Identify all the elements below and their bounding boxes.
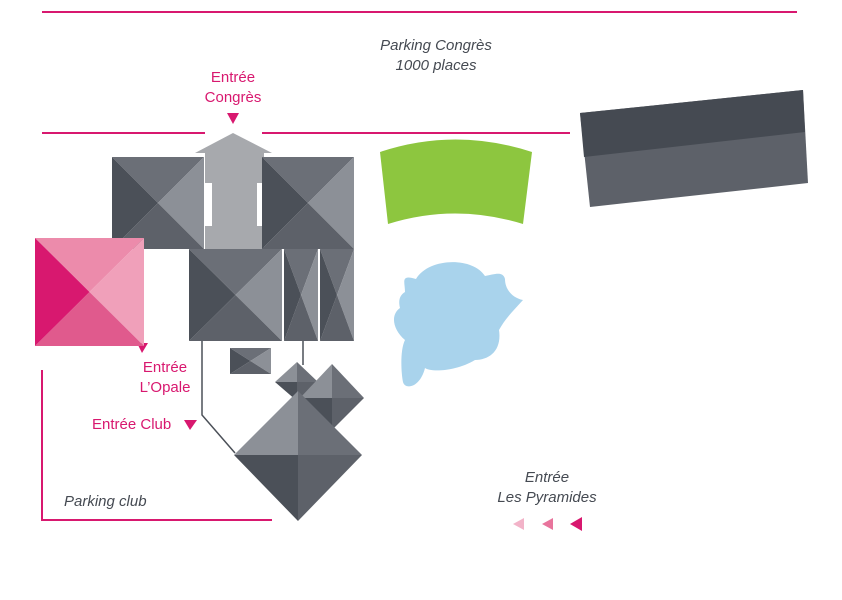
entree-pyramides-label: Entrée Les Pyramides — [482, 468, 612, 508]
entree-club-label: Entrée Club — [92, 416, 172, 433]
parking-congres-label: Parking Congrès 1000 places — [356, 36, 516, 76]
pyramides-arrow-3 — [570, 517, 582, 531]
entree-club-marker — [184, 420, 197, 430]
entree-congres-line1: Entrée — [210, 69, 256, 86]
entree-opale-line2: L’Opale — [139, 379, 191, 396]
parking-congres-capacity: 1000 places — [395, 57, 477, 74]
entree-opale-label: Entrée L’Opale — [125, 358, 205, 398]
dark-building — [580, 90, 808, 207]
narrow-pyramid-left — [284, 249, 318, 341]
pyramides-arrow-2 — [542, 518, 553, 530]
connector-line-left — [201, 340, 236, 454]
entree-pyramides-line2: Les Pyramides — [497, 489, 597, 506]
entree-opale-line1: Entrée — [142, 359, 188, 376]
narrow-pyramid-right — [320, 249, 354, 341]
parking-club-boundary — [41, 370, 272, 521]
pyramid-building-top-left — [112, 157, 204, 249]
parking-congres-name: Parking Congrès — [380, 37, 492, 54]
green-area — [380, 139, 532, 224]
pyramides-arrow-1 — [513, 518, 524, 530]
entree-congres-label: Entrée Congrès — [188, 68, 278, 108]
entree-pyramides-line1: Entrée — [524, 469, 570, 486]
small-pyramid-building — [230, 348, 271, 374]
pyramid-building-top-right — [262, 157, 354, 249]
parking-club-label: Parking club — [64, 493, 147, 510]
large-diamond-pyramid — [234, 391, 362, 521]
central-walkway — [195, 133, 272, 249]
pink-pyramid-building — [35, 238, 144, 346]
entree-congres-marker — [227, 113, 239, 124]
blue-area — [393, 262, 523, 387]
pyramid-building-middle — [189, 249, 282, 341]
entree-congres-line2: Congrès — [204, 89, 262, 106]
